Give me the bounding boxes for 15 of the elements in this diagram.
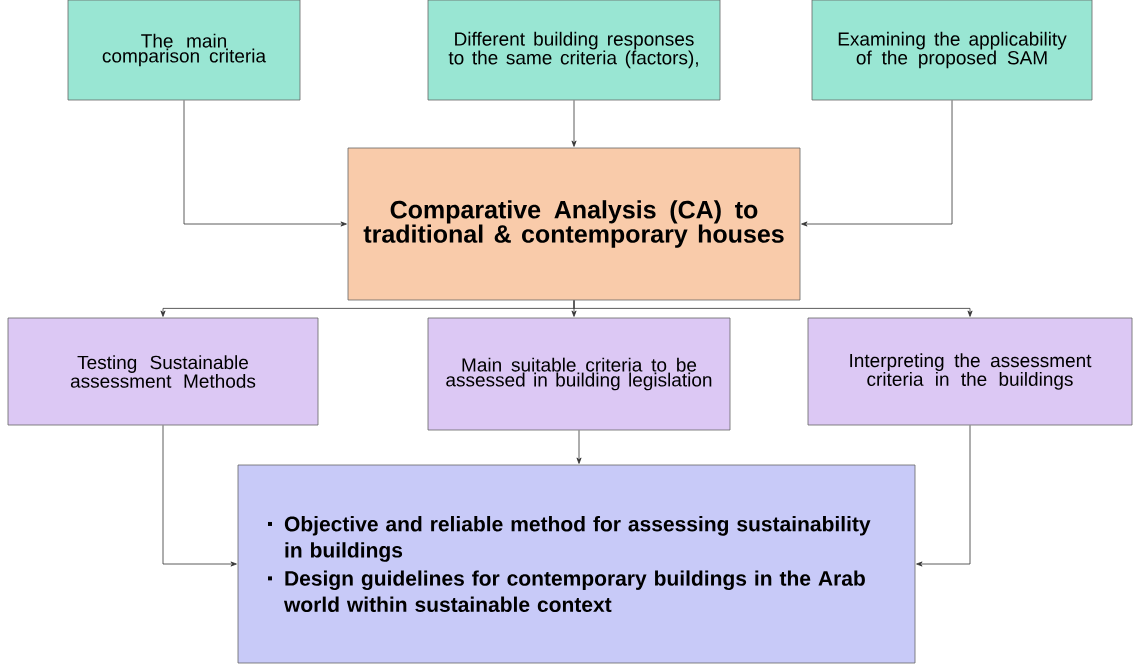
arrow [573,300,973,317]
arrow [576,430,582,464]
input-box: Different building responses to the same criteria (factors), [427,0,721,101]
input-box: The main comparison criteria [67,0,301,101]
arrow [571,100,577,147]
output-box: Interpreting the assessment criteria in the buildings [807,317,1133,426]
input-box: Examining the applicability of the proposed SAM [811,0,1093,101]
output-box: Testing Sustainable assessment Methods [7,317,319,426]
arrow [916,425,971,567]
result-box: Objective and reliable method for assessing sustainability in buildings Design guidelines for contemporary buildings in the Arab world within sustainable context [237,464,916,664]
arrow [183,100,347,227]
output-box: Main suitable criteria to be assessed in building legislation [427,317,731,431]
arrow [162,425,237,567]
analysis-box: Comparative Analysis (CA) to traditional & contemporary houses [347,147,801,301]
arrow [801,100,953,227]
